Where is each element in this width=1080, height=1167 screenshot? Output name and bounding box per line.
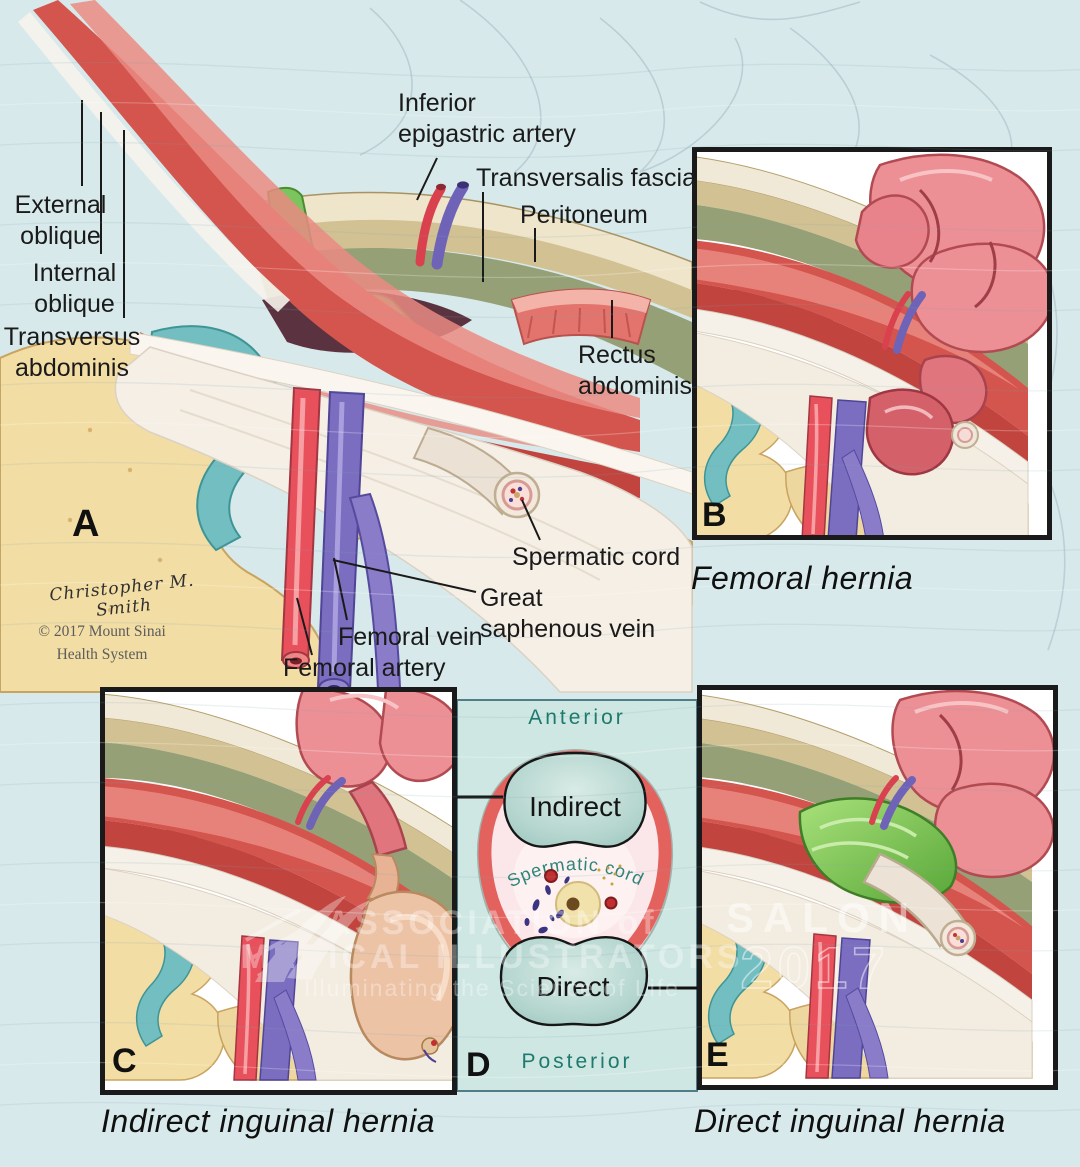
posterior-label: Posterior — [521, 1050, 633, 1073]
label-great-saphenous-vein: Great saphenous vein — [480, 584, 656, 643]
copyright-notice: © 2017 Mount Sinai Health System — [38, 623, 166, 664]
panelC — [100, 687, 457, 1095]
panelC-caption: Indirect inguinal hernia — [101, 1103, 435, 1139]
label-femoral-vein: Femoral vein — [338, 623, 483, 651]
bowel-loops-E — [891, 690, 1053, 879]
label-femoral-artery: Femoral artery — [283, 654, 446, 682]
ami-watermark-tagline: Illuminating the Science of Life — [304, 975, 680, 1001]
label-spermatic-cord: Spermatic cord — [512, 543, 681, 571]
panelB-letter: B — [702, 496, 727, 534]
label-rectus-abdominis: Rectus abdominis — [578, 341, 692, 400]
panelE-caption: Direct inguinal hernia — [694, 1103, 1006, 1139]
panelB-caption: Femoral hernia — [691, 560, 914, 596]
direct-label: Direct — [536, 971, 609, 1002]
anterior-label: Anterior — [528, 706, 626, 729]
label-inferior-epigastric-artery: Inferior epigastric artery — [398, 89, 576, 148]
panelA-anatomy — [0, 0, 693, 698]
label-external-oblique: External oblique — [14, 191, 107, 250]
salon-watermark-text: SALON — [726, 894, 918, 941]
ami-watermark: ASSOCIATION of MEDICAL ILLUSTRATORS Illu… — [240, 896, 743, 1001]
label-peritoneum: Peritoneum — [520, 201, 648, 229]
panelE — [697, 685, 1058, 1090]
panelD: Indirect Spermatic cord — [456, 699, 700, 1092]
panelD-letter: D — [466, 1046, 491, 1084]
salon-watermark: SALON 2017 — [726, 894, 918, 1002]
ami-watermark-line2: MEDICAL ILLUSTRATORS — [240, 938, 743, 976]
panelE-letter: E — [706, 1036, 729, 1074]
panelA-letter: A — [72, 503, 100, 545]
salon-watermark-year: 2017 — [740, 936, 889, 1001]
panelB — [692, 147, 1052, 540]
label-transversus-abdominis: Transversus abdominis — [3, 323, 141, 382]
label-internal-oblique: Internal oblique — [32, 259, 117, 318]
panelC-letter: C — [112, 1042, 137, 1080]
label-transversalis-fascia: Transversalis fascia — [476, 164, 696, 192]
hernia-sac-C — [349, 852, 452, 1063]
ami-watermark-line1: ASSOCIATION of — [326, 904, 657, 942]
